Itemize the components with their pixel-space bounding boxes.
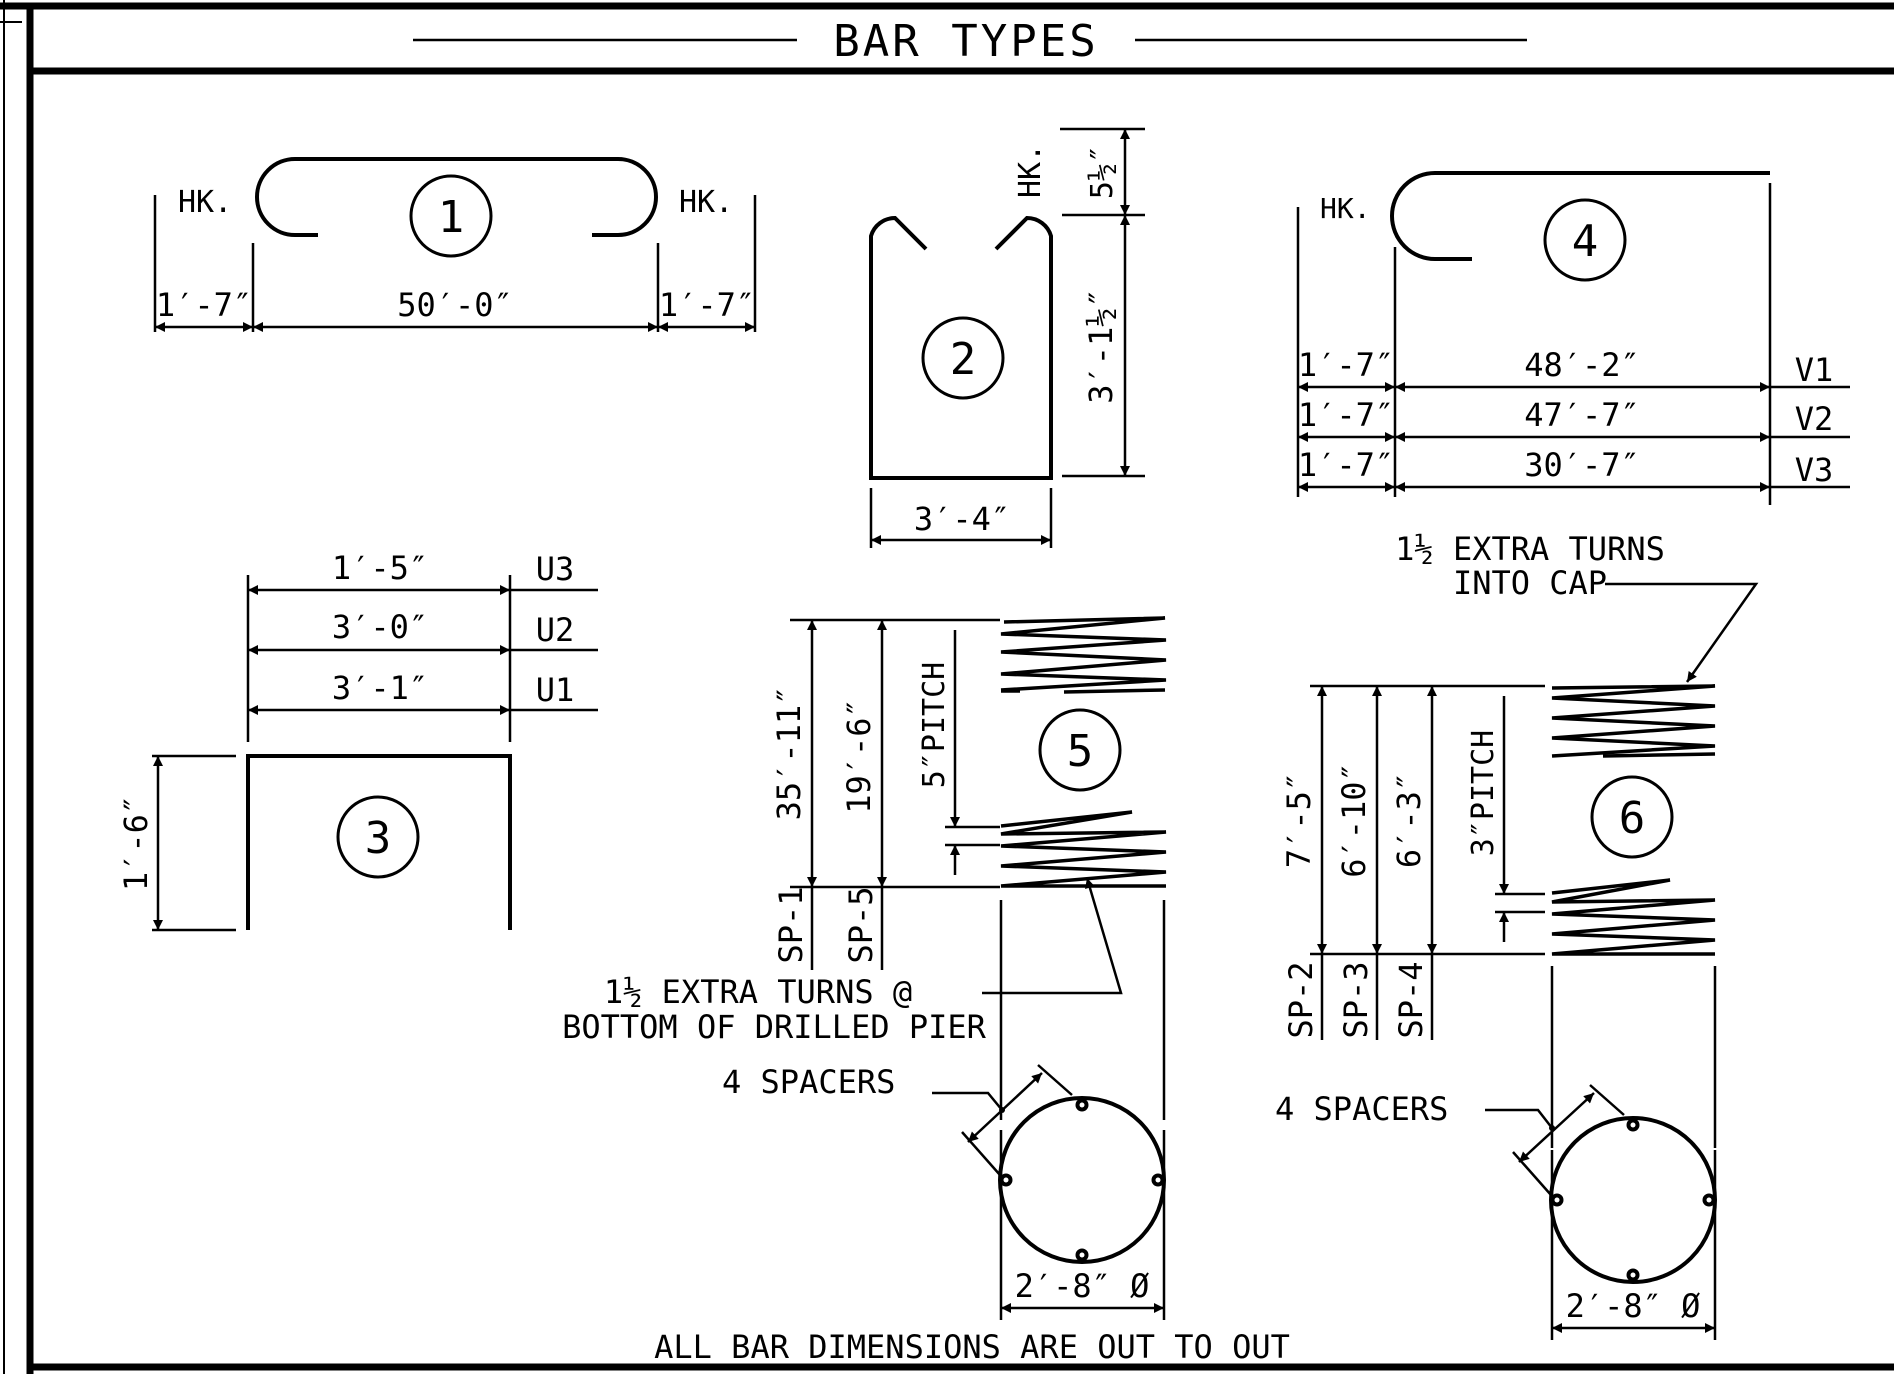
bar-4-row-3-hook-dim: 1′-7″ — [1298, 446, 1394, 484]
bar-4-row-1-dim: 48′-2″ — [1524, 346, 1640, 384]
spiral-5-mark: 5 — [1038, 708, 1122, 792]
spiral-5-dim-sp1: 35′-11″ — [770, 686, 808, 821]
bar-1-dim-left: 1′-7″ — [156, 286, 252, 324]
bar-1-dim-right: 1′-7″ — [659, 286, 755, 324]
bar-4-row-2-label: V2 — [1795, 400, 1834, 438]
bar-1-dimensions — [153, 195, 757, 332]
bar-2-dim-hook: 5½″ — [1085, 145, 1120, 199]
bar-4-row-1-label: V1 — [1795, 351, 1834, 389]
spiral-6-dim-sp3: 6′-10″ — [1335, 762, 1373, 878]
spiral-6-mark: 6 — [1590, 775, 1674, 859]
bar-3-dim-height: 1′-6″ — [117, 795, 155, 891]
spiral-6-spacers: 4 SPACERS — [1275, 1090, 1448, 1128]
spiral-5-note-line-1: 1½ EXTRA TURNS @ — [604, 973, 912, 1011]
spiral-6-pitch: 3″PITCH — [1466, 730, 1501, 856]
bar-1-mark-label: 1 — [438, 192, 465, 243]
bar-4-row-2-dim: 47′-7″ — [1524, 396, 1640, 434]
bar-4-note-leader — [1605, 582, 1759, 683]
bar-3-row-3-label: U1 — [536, 671, 575, 709]
bar-2-dim-height: 3′-1½″ — [1082, 288, 1120, 404]
bar-3-row-1-dim: 1′-5″ — [332, 549, 428, 587]
spiral-6-dim-sp2: 7′-5″ — [1280, 772, 1318, 868]
spiral-6-coils — [1551, 684, 1716, 956]
bar-3-row-3-dim: 3′-1″ — [332, 669, 428, 707]
spiral-5-label-sp5: SP-5 — [842, 886, 880, 963]
bar-3-row-2-dim: 3′-0″ — [332, 608, 428, 646]
bar-4-hook: HK. — [1320, 192, 1371, 225]
spiral-5-dim-sp5: 19′-6″ — [840, 698, 878, 814]
spiral-6-section — [1485, 1084, 1717, 1284]
bar-1-dim-main: 50′-0″ — [397, 286, 513, 324]
spiral-6-label-sp3: SP-3 — [1337, 961, 1375, 1038]
bar-2-hook: HK. — [1013, 144, 1048, 198]
bar-3-dimensions — [152, 575, 598, 932]
spiral-5-mark-label: 5 — [1067, 726, 1094, 777]
bar-4-row-2-hook-dim: 1′-7″ — [1298, 396, 1394, 434]
spiral-6-label-sp4: SP-4 — [1392, 961, 1430, 1038]
spiral-6-mark-label: 6 — [1619, 793, 1646, 844]
bar-2-shape — [869, 215, 1053, 480]
bar-1-hook-left: HK. — [178, 185, 232, 220]
bar-2-mark: 2 — [921, 316, 1005, 400]
spiral-6-dim-sp4: 6′-3″ — [1390, 772, 1428, 868]
bar-4-row-3-label: V3 — [1795, 451, 1834, 489]
spiral-6-diameter: 2′-8″ Ø — [1566, 1287, 1701, 1325]
bar-2-mark-label: 2 — [950, 334, 977, 385]
bar-4-mark-label: 4 — [1572, 216, 1599, 267]
spiral-5-section — [932, 1064, 1166, 1264]
bar-4-note-line-2: INTO CAP — [1453, 564, 1607, 602]
bar-4-dimensions — [1296, 183, 1850, 505]
bar-4-row-3-dim: 30′-7″ — [1524, 446, 1640, 484]
bar-3-shape — [246, 754, 512, 930]
bar-4-shape — [1390, 171, 1770, 261]
bar-1-shape — [255, 157, 658, 237]
spiral-5-coils — [1000, 616, 1167, 888]
spiral-6-dimensions — [1310, 684, 1717, 1340]
bar-2-dim-width: 3′-4″ — [914, 500, 1010, 538]
bar-3-row-2-label: U2 — [536, 611, 575, 649]
spiral-6-label-sp2: SP-2 — [1282, 961, 1320, 1038]
bar-1-mark: 1 — [409, 174, 493, 258]
footer-note: ALL BAR DIMENSIONS ARE OUT TO OUT — [654, 1328, 1290, 1366]
spiral-5-diameter: 2′-8″ Ø — [1015, 1267, 1150, 1305]
bar-3-row-1-label: U3 — [536, 550, 575, 588]
spiral-5-pitch: 5″PITCH — [917, 662, 952, 788]
bar-3-mark: 3 — [336, 795, 420, 879]
bar-2-dimensions — [869, 127, 1145, 548]
bar-1-hook-right: HK. — [679, 185, 733, 220]
spiral-5-note-line-2: BOTTOM OF DRILLED PIER — [562, 1008, 987, 1046]
spiral-5-spacers: 4 SPACERS — [722, 1063, 895, 1101]
title: BAR TYPES — [833, 16, 1098, 67]
bar-3-mark-label: 3 — [365, 813, 392, 864]
bar-4-row-1-hook-dim: 1′-7″ — [1298, 346, 1394, 384]
bar-4-note-line-1: 1½ EXTRA TURNS — [1395, 530, 1665, 568]
spiral-5-label-sp1: SP-1 — [772, 886, 810, 963]
bar-4-mark: 4 — [1543, 198, 1627, 282]
spiral-5-note-leader — [982, 877, 1123, 995]
